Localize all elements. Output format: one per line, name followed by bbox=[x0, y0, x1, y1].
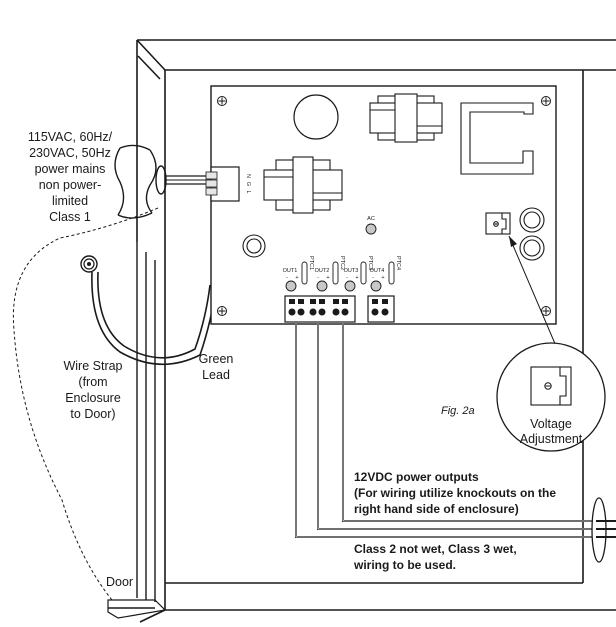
polarity-minus: - bbox=[372, 275, 374, 281]
ptc2-fuse bbox=[332, 261, 339, 285]
out1-label: OUT1 bbox=[283, 268, 298, 274]
heat-sink bbox=[460, 102, 534, 175]
ground-lug-icon bbox=[80, 255, 98, 273]
ptc3-fuse bbox=[360, 261, 367, 285]
svg-text:Class 1: Class 1 bbox=[49, 210, 91, 224]
mounting-screw-icon bbox=[217, 96, 227, 106]
polarity-plus: + bbox=[295, 275, 298, 281]
voltage-adjustment-callout: Voltage Adjustment bbox=[496, 235, 606, 452]
circuit-board: N G L AC bbox=[205, 85, 557, 325]
wire-strap-label: Wire Strap (from Enclosure to Door) bbox=[63, 359, 122, 421]
mounting-screw-icon bbox=[541, 96, 551, 106]
class-note: Class 2 not wet, Class 3 wet, wiring to … bbox=[353, 542, 517, 572]
svg-text:(from: (from bbox=[78, 375, 107, 389]
polarity-plus: + bbox=[381, 275, 384, 281]
polarity-plus: + bbox=[355, 275, 358, 281]
ptc4-label: PTC4 bbox=[395, 256, 401, 270]
outputs-note: 12VDC power outputs (For wiring utilize … bbox=[354, 470, 556, 516]
svg-text:wiring to be used.: wiring to be used. bbox=[353, 558, 456, 572]
ptc2-label: PTC2 bbox=[339, 256, 345, 270]
board-component-round bbox=[519, 207, 545, 233]
svg-text:Lead: Lead bbox=[202, 368, 230, 382]
board-component-round bbox=[242, 234, 266, 258]
door-label: Door bbox=[106, 575, 133, 589]
adjustment-screw-icon bbox=[544, 382, 552, 390]
connector-pin-g: G bbox=[245, 182, 251, 186]
capacitor bbox=[293, 94, 339, 140]
svg-text:230VAC, 50Hz: 230VAC, 50Hz bbox=[29, 146, 111, 160]
ac-label: AC bbox=[367, 216, 375, 222]
svg-text:115VAC, 60Hz/: 115VAC, 60Hz/ bbox=[28, 130, 113, 144]
figure-label: Fig. 2a bbox=[441, 405, 475, 417]
ptc4-fuse bbox=[388, 261, 395, 285]
connector-pin-n: N bbox=[245, 174, 251, 178]
voltage-adjustment-label: Voltage bbox=[530, 417, 572, 431]
polarity-minus: - bbox=[317, 275, 319, 281]
board-component-round bbox=[519, 235, 545, 261]
svg-text:limited: limited bbox=[52, 194, 88, 208]
polarity-plus: + bbox=[326, 275, 329, 281]
svg-text:power mains: power mains bbox=[35, 162, 106, 176]
voltage-adjustment-label: Adjustment bbox=[520, 432, 583, 446]
ac-input-connector bbox=[205, 166, 240, 202]
mains-label: 115VAC, 60Hz/ 230VAC, 50Hz power mains n… bbox=[28, 130, 113, 224]
svg-text:Green: Green bbox=[199, 352, 234, 366]
green-lead-label: Green Lead bbox=[199, 352, 234, 382]
transformer-small bbox=[369, 93, 443, 143]
wire-strap bbox=[91, 271, 217, 366]
door bbox=[107, 242, 167, 619]
ptc3-label: PTC3 bbox=[367, 256, 373, 270]
polarity-minus: - bbox=[286, 275, 288, 281]
out2-led-indicator bbox=[316, 280, 328, 292]
out4-led-indicator bbox=[370, 280, 382, 292]
out3-led-indicator bbox=[344, 280, 356, 292]
svg-text:right hand side of enclosure): right hand side of enclosure) bbox=[354, 502, 519, 516]
ptc1-label: PTC1 bbox=[308, 256, 314, 270]
svg-text:Class 2 not wet, Class 3 wet,: Class 2 not wet, Class 3 wet, bbox=[354, 542, 517, 556]
enclosure bbox=[136, 39, 616, 623]
out2-label: OUT2 bbox=[315, 268, 330, 274]
mains-cable bbox=[114, 144, 212, 219]
svg-text:non power-: non power- bbox=[39, 178, 102, 192]
svg-text:to Door): to Door) bbox=[70, 407, 115, 421]
out1-led-indicator bbox=[285, 280, 297, 292]
output4-terminal-block[interactable] bbox=[367, 295, 395, 323]
out4-label: OUT4 bbox=[370, 268, 385, 274]
voltage-potentiometer[interactable] bbox=[485, 212, 511, 235]
transformer-main bbox=[263, 156, 343, 214]
ptc1-fuse bbox=[301, 261, 308, 285]
ac-led-indicator bbox=[365, 223, 377, 235]
mounting-screw-icon bbox=[217, 306, 227, 316]
svg-text:Enclosure: Enclosure bbox=[65, 391, 121, 405]
polarity-minus: - bbox=[346, 275, 348, 281]
out3-label: OUT3 bbox=[344, 268, 359, 274]
svg-text:12VDC power outputs: 12VDC power outputs bbox=[354, 470, 479, 484]
output-terminal-block[interactable] bbox=[284, 295, 356, 323]
svg-text:(For wiring utilize knockouts: (For wiring utilize knockouts on the bbox=[354, 486, 556, 500]
output-wires-inner bbox=[295, 322, 596, 538]
svg-text:Wire Strap: Wire Strap bbox=[63, 359, 122, 373]
connector-pin-l: L bbox=[245, 190, 251, 193]
